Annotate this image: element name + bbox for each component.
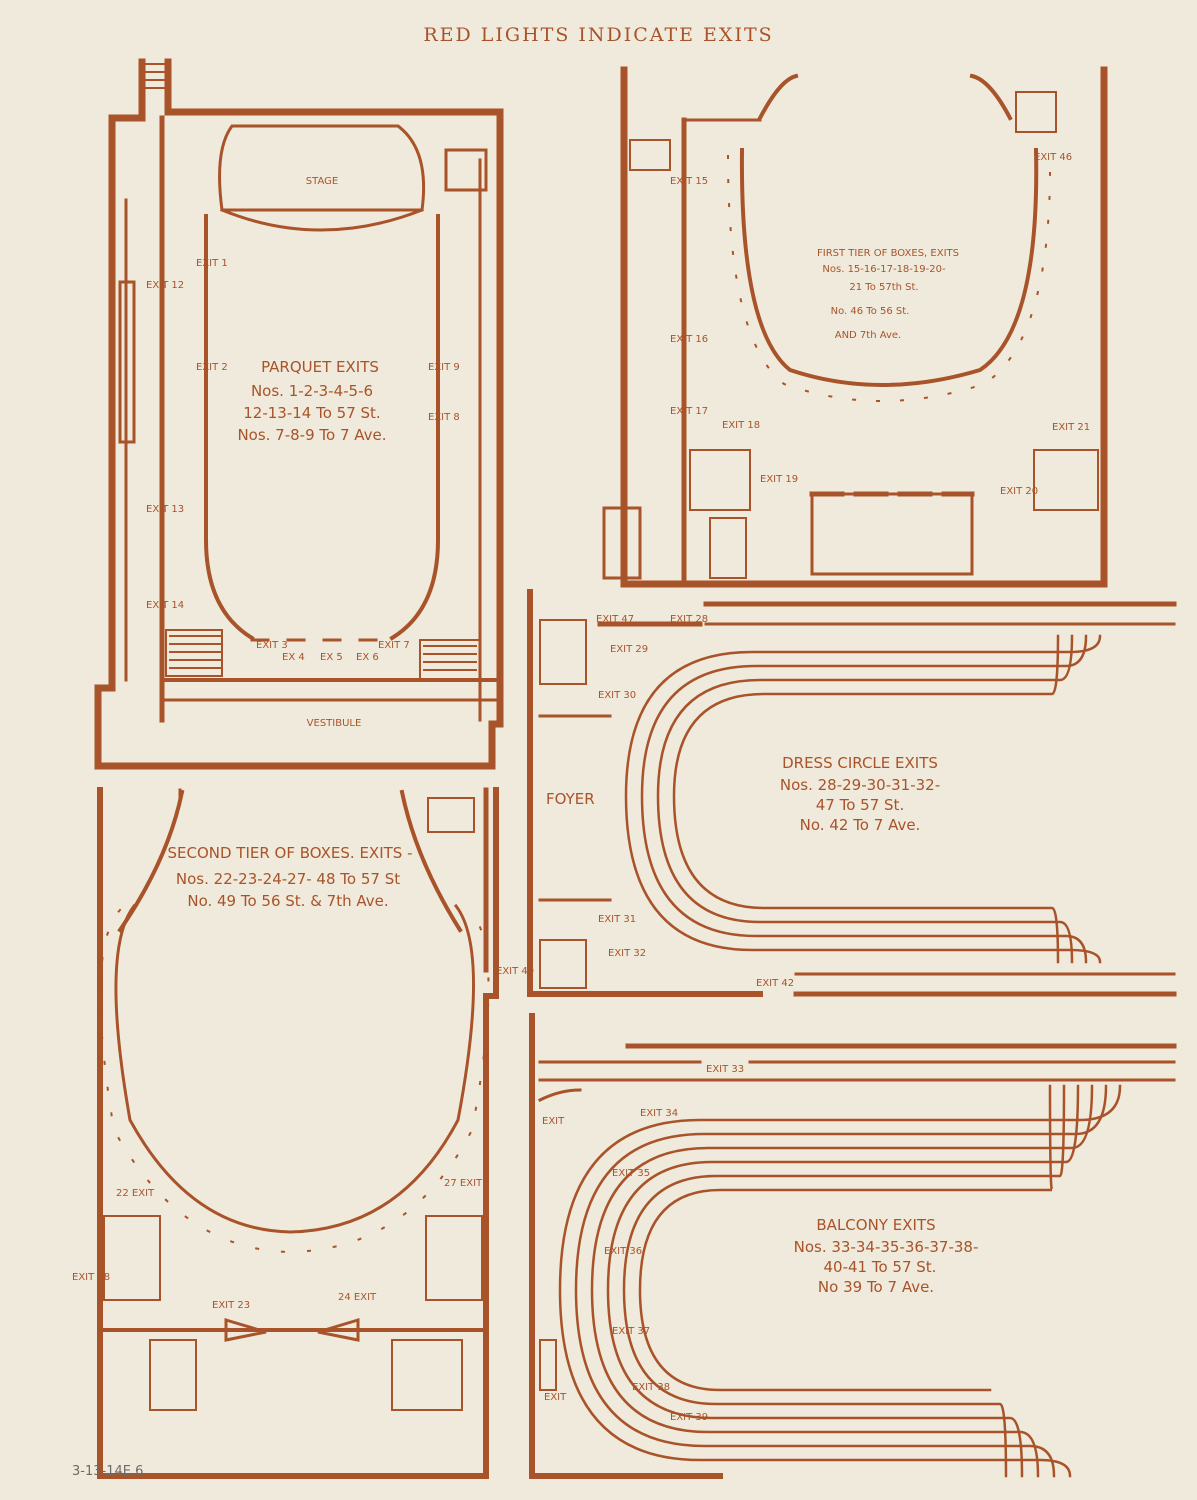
exit-28: EXIT 28 — [670, 614, 708, 625]
exit-40: EXIT — [542, 1116, 565, 1127]
exit-30: EXIT 30 — [598, 690, 636, 701]
stage-label: STAGE — [306, 176, 338, 187]
first-tier-line-1: Nos. 15-16-17-18-19-20- — [822, 264, 946, 275]
exit-37: EXIT 37 — [612, 1326, 650, 1337]
vestibule-label: VESTIBULE — [307, 718, 362, 729]
first-tier-line-3: No. 46 To 56 St. — [831, 306, 910, 317]
second-tier-line-1: Nos. 22-23-24-27- 48 To 57 St — [176, 870, 400, 888]
exit-29: EXIT 29 — [610, 644, 648, 655]
exit-48: EXIT 48 — [72, 1272, 110, 1283]
second-tier-plan — [97, 787, 499, 1479]
exit-8: EXIT 8 — [428, 412, 460, 423]
exit-49: EXIT 49 — [496, 966, 534, 977]
dress-circle-title: DRESS CIRCLE EXITS — [782, 754, 938, 772]
balcony-title: BALCONY EXITS — [816, 1216, 935, 1234]
exit-27: 27 EXIT — [444, 1178, 483, 1189]
second-tier-line-2: No. 49 To 56 St. & 7th Ave. — [187, 892, 388, 910]
exit-33: EXIT 33 — [706, 1064, 744, 1075]
exit-2: EXIT 2 — [196, 362, 228, 373]
exit-35: EXIT 35 — [612, 1168, 650, 1179]
exit-39: EXIT 39 — [670, 1412, 708, 1423]
first-tier-plan — [602, 66, 1108, 588]
exit-15: EXIT 15 — [670, 176, 708, 187]
balcony-line-3: No 39 To 7 Ave. — [818, 1278, 934, 1296]
first-tier-title: FIRST TIER OF BOXES, EXITS — [817, 248, 959, 259]
first-tier-line-2: 21 To 57th St. — [849, 282, 918, 293]
exit-24: 24 EXIT — [338, 1292, 377, 1303]
exit-7: EXIT 7 — [378, 640, 410, 651]
exit-17: EXIT 17 — [670, 406, 708, 417]
handwritten-note: 3-13-14E.6 — [72, 1464, 144, 1479]
parquet-line-2: 12-13-14 To 57 St. — [243, 404, 380, 422]
exit-21: EXIT 21 — [1052, 422, 1090, 433]
exit-5: EX 5 — [320, 652, 343, 663]
exit-14: EXIT 14 — [146, 600, 184, 611]
exit-41: EXIT — [544, 1392, 567, 1403]
exit-42: EXIT 42 — [756, 978, 794, 989]
exit-23: EXIT 23 — [212, 1300, 250, 1311]
dress-circle-line-2: 47 To 57 St. — [816, 796, 904, 814]
parquet-line-3: Nos. 7-8-9 To 7 Ave. — [237, 426, 386, 444]
exit-34: EXIT 34 — [640, 1108, 678, 1119]
exit-16: EXIT 16 — [670, 334, 708, 345]
exit-13: EXIT 13 — [146, 504, 184, 515]
parquet-plan — [94, 58, 504, 770]
exit-4: EX 4 — [282, 652, 305, 663]
exit-36: EXIT 36 — [604, 1246, 642, 1257]
exit-19: EXIT 19 — [760, 474, 798, 485]
exit-3: EXIT 3 — [256, 640, 288, 651]
exit-1: EXIT 1 — [196, 258, 228, 269]
parquet-title: PARQUET EXITS — [261, 358, 379, 376]
exit-18: EXIT 18 — [722, 420, 760, 431]
second-tier-title: SECOND TIER OF BOXES. EXITS - — [167, 844, 412, 862]
foyer-label: FOYER — [546, 790, 595, 808]
first-tier-line-4: AND 7th Ave. — [835, 330, 902, 341]
exit-12: EXIT 12 — [146, 280, 184, 291]
exit-46: EXIT 46 — [1034, 152, 1072, 163]
exit-6: EX 6 — [356, 652, 379, 663]
exit-47: EXIT 47 — [596, 614, 634, 625]
exit-9: EXIT 9 — [428, 362, 460, 373]
exit-31: EXIT 31 — [598, 914, 636, 925]
parquet-line-1: Nos. 1-2-3-4-5-6 — [251, 382, 373, 400]
dress-circle-line-1: Nos. 28-29-30-31-32- — [780, 776, 940, 794]
page-header: RED LIGHTS INDICATE EXITS — [423, 24, 774, 46]
dress-circle-plan — [527, 589, 1177, 997]
balcony-plan — [529, 1013, 1177, 1479]
balcony-line-1: Nos. 33-34-35-36-37-38- — [794, 1238, 979, 1256]
exit-38: EXIT 38 — [632, 1382, 670, 1393]
exit-20: EXIT 20 — [1000, 486, 1038, 497]
exit-32: EXIT 32 — [608, 948, 646, 959]
balcony-line-2: 40-41 To 57 St. — [824, 1258, 937, 1276]
exit-22: 22 EXIT — [116, 1188, 155, 1199]
dress-circle-line-3: No. 42 To 7 Ave. — [800, 816, 921, 834]
